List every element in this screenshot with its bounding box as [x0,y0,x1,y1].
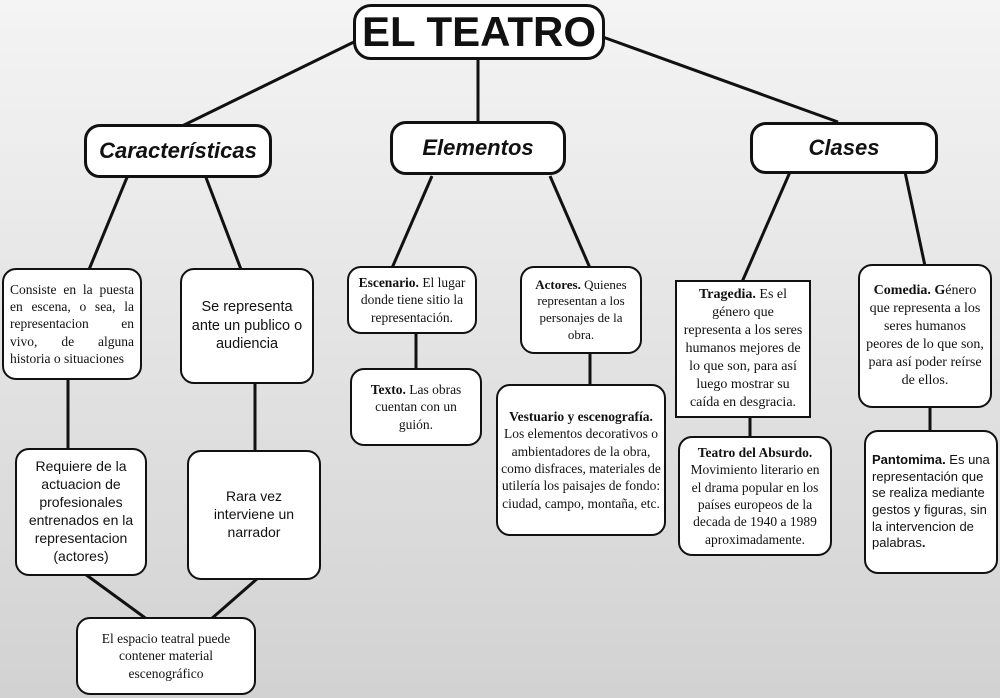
node-teatro-del-absurdo: Teatro del Absurdo. Movimiento literario… [678,436,832,556]
actores-text: Quienes representan a los personajes de … [537,276,627,342]
link-clases-comedia [903,171,927,267]
category-clases: Clases [750,122,938,174]
node-tragedia: Tragedia. Es el género que representa a … [675,280,811,418]
vestuario-text: Los elementos decorativos o ambientadore… [501,426,661,511]
link-caracteristicas-publico [203,174,244,273]
node-vestuario: Vestuario y escenografía. Los elementos … [496,384,666,536]
link-caracteristicas-puesta [86,174,130,273]
texto-term: Texto. [370,382,406,398]
node-comedia: Comedia. Género que representa a los ser… [858,264,992,408]
tragedia-term: Tragedia. [698,287,756,303]
escenario-term: Escenario. [358,275,419,291]
pantomima-end: . [921,535,926,551]
actores-term: Actores. [535,276,581,292]
comedia-text: énero que representa a los seres humanos… [866,283,984,388]
link-profesionales-espacio [84,572,149,622]
absurdo-term: Teatro del Absurdo. [697,445,813,461]
node-pantomima: Pantomima. Es una representación que se … [864,430,998,574]
node-actores: Actores. Quienes representan a los perso… [520,266,642,354]
node-espacio-teatral: El espacio teatral puede contener materi… [76,617,256,695]
diagram-title: EL TEATRO [353,4,605,60]
pantomima-text: Es una representación que se realiza med… [872,452,990,551]
node-narrador: Rara vez interviene un narrador [187,450,321,580]
link-narrador-espacio [209,576,259,622]
link-title-caracteristicas [177,38,359,130]
tragedia-text: Es el género que representa a los seres … [683,287,803,410]
category-caracteristicas: Características [84,124,272,178]
vestuario-term: Vestuario y escenografía. [509,409,653,425]
escenario-text: El lugar donde tiene sitio la representa… [360,275,466,325]
pantomima-term: Pantomima. [872,452,946,468]
node-texto: Texto. Las obras cuentan con un guión. [350,368,482,446]
node-espacio-teatral-text: El espacio teatral puede contener materi… [101,631,231,681]
absurdo-text: Movimiento literario en el drama popular… [690,462,820,547]
texto-text: Las obras cuentan con un guión. [375,382,462,432]
node-puesta-en-escena: Consiste en la puesta en escena, o sea, … [2,268,142,380]
link-clases-tragedia [740,171,792,283]
link-elementos-actores [548,175,592,269]
category-elementos: Elementos [390,121,566,175]
link-title-clases [599,34,839,124]
node-escenario: Escenario. El lugar donde tiene sitio la… [347,266,477,334]
comedia-term: Comedia. G [873,283,946,299]
link-elementos-escenario [390,175,434,269]
node-publico: Se representa ante un publico o audienci… [180,268,314,384]
node-profesionales: Requiere de la actuacion de profesionale… [15,448,147,576]
